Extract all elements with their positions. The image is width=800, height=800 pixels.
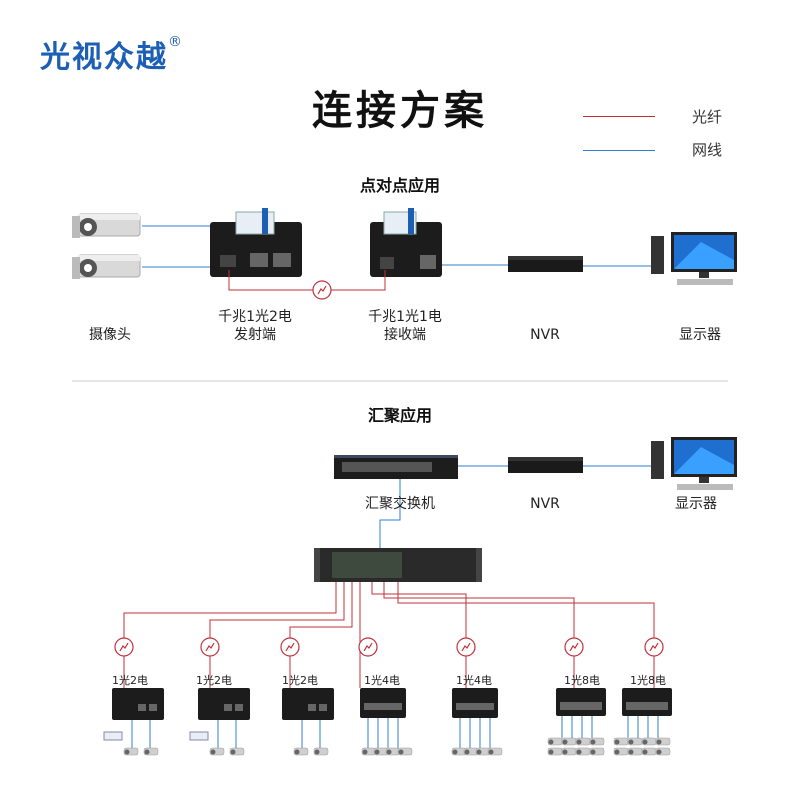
agg-section-title: 汇聚应用 bbox=[367, 406, 432, 425]
monitor-label-agg: 显示器 bbox=[675, 496, 717, 512]
sender-label-line2: 发射端 bbox=[234, 327, 276, 343]
converter-3 bbox=[282, 688, 334, 756]
nvr-p2p bbox=[508, 256, 583, 272]
device-label-6: 1光8电 bbox=[564, 674, 600, 687]
sender-label-line1: 千兆1光2电 bbox=[218, 309, 292, 325]
device-label-7: 1光8电 bbox=[630, 674, 666, 687]
device-label-4: 1光4电 bbox=[364, 674, 400, 687]
converter-chassis bbox=[314, 548, 482, 582]
device-label-5: 1光4电 bbox=[456, 674, 492, 687]
sender-converter bbox=[210, 208, 302, 277]
monitor-label-p2p: 显示器 bbox=[679, 327, 721, 343]
converter-2 bbox=[189, 688, 250, 756]
aggregation-switch bbox=[334, 455, 458, 479]
fiber-badge-4 bbox=[358, 637, 378, 657]
brand-name: 光视众越 bbox=[40, 40, 168, 75]
legend-fiber-label: 光纤 bbox=[692, 108, 723, 126]
monitor-agg bbox=[651, 437, 737, 490]
switch-label: 汇聚交换机 bbox=[365, 496, 435, 512]
legend-network-label: 网线 bbox=[692, 141, 723, 159]
registered-mark: ® bbox=[168, 34, 184, 50]
camera-2 bbox=[71, 254, 141, 280]
fiber-badge-6 bbox=[564, 637, 584, 657]
nvr-label-p2p: NVR bbox=[530, 327, 560, 343]
converter-6 bbox=[547, 688, 606, 756]
fiber-badge-7 bbox=[644, 637, 664, 657]
legend-fiber-line bbox=[583, 116, 655, 117]
fiber-badge-5 bbox=[456, 637, 476, 657]
receiver-label-line1: 千兆1光1电 bbox=[368, 309, 442, 325]
device-label-2: 1光2电 bbox=[196, 674, 232, 687]
page-title: 连接方案 bbox=[312, 88, 488, 134]
camera-1 bbox=[71, 213, 141, 239]
device-label-3: 1光2电 bbox=[282, 674, 318, 687]
fiber-badge-2 bbox=[200, 637, 220, 657]
converter-4 bbox=[360, 688, 413, 756]
legend-network-line bbox=[583, 150, 655, 151]
nvr-label-agg: NVR bbox=[530, 496, 560, 512]
camera-label: 摄像头 bbox=[89, 327, 131, 343]
fiber-badge-1 bbox=[114, 637, 134, 657]
fiber-badge-3 bbox=[280, 637, 300, 657]
receiver-label-line2: 接收端 bbox=[384, 327, 426, 343]
converter-1 bbox=[103, 688, 164, 756]
converter-7 bbox=[613, 688, 672, 756]
p2p-section-title: 点对点应用 bbox=[359, 176, 440, 195]
monitor-p2p bbox=[651, 232, 737, 285]
nvr-agg bbox=[508, 457, 583, 473]
converter-5 bbox=[451, 688, 503, 756]
receiver-converter bbox=[370, 208, 442, 277]
fiber-badge-p2p bbox=[312, 280, 332, 300]
brand-logo: 光视众越® bbox=[40, 32, 184, 76]
device-label-1: 1光2电 bbox=[112, 674, 148, 687]
